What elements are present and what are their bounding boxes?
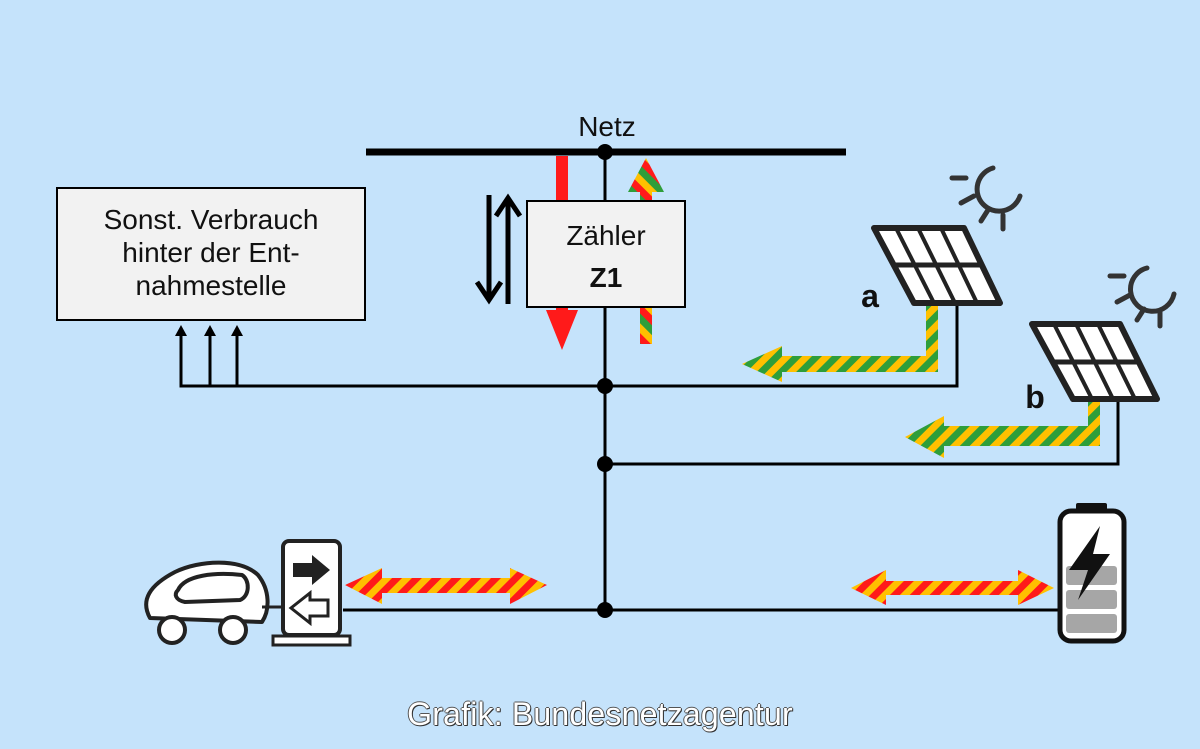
pv-b-line <box>605 400 1120 466</box>
junction-storage <box>597 602 613 618</box>
lightning-icon <box>1069 526 1110 600</box>
arrow-right-icon <box>293 555 330 585</box>
electric-car-icon <box>144 560 270 645</box>
battery-cell-3 <box>1066 614 1117 633</box>
solar-panel-a-icon <box>871 225 1003 306</box>
junction-grid <box>597 144 613 160</box>
image-credit: Grafik: Bundesnetzagentur <box>407 696 793 732</box>
battery-cell-2 <box>1066 590 1117 609</box>
grid-label: Netz <box>578 111 636 142</box>
consumption-line-1: Sonst. Verbrauch <box>104 204 319 235</box>
battery-bidirectional-arrow <box>851 570 1054 605</box>
consumption-box: Sonst. Verbrauch hinter der Ent- nahmest… <box>56 187 366 321</box>
sun-a-icon <box>949 165 1023 232</box>
consumption-line-3: nahmestelle <box>136 270 287 301</box>
consumption-line-2: hinter der Ent- <box>122 237 299 268</box>
wallbox-icon <box>271 539 352 647</box>
pv-a-line <box>605 300 959 388</box>
pv-b-label: b <box>1025 379 1045 415</box>
sun-b-icon <box>1107 265 1177 329</box>
solar-panel-b-icon <box>1029 321 1160 402</box>
meter-label: Zähler <box>566 220 645 251</box>
pv-a-flow-arrow <box>742 302 938 382</box>
pv-b-flow-arrow <box>905 402 1100 458</box>
arrow-left-icon <box>288 589 330 627</box>
consumption-feed <box>175 325 605 388</box>
meter-box: Zähler Z1 <box>526 200 686 308</box>
battery-icon <box>1057 503 1127 644</box>
junction-pv-b <box>597 456 613 472</box>
pv-a-label: a <box>861 278 879 314</box>
bidirectional-meter-arrows <box>474 193 523 305</box>
ev-bidirectional-arrow <box>345 568 547 604</box>
meter-id: Z1 <box>590 262 623 293</box>
